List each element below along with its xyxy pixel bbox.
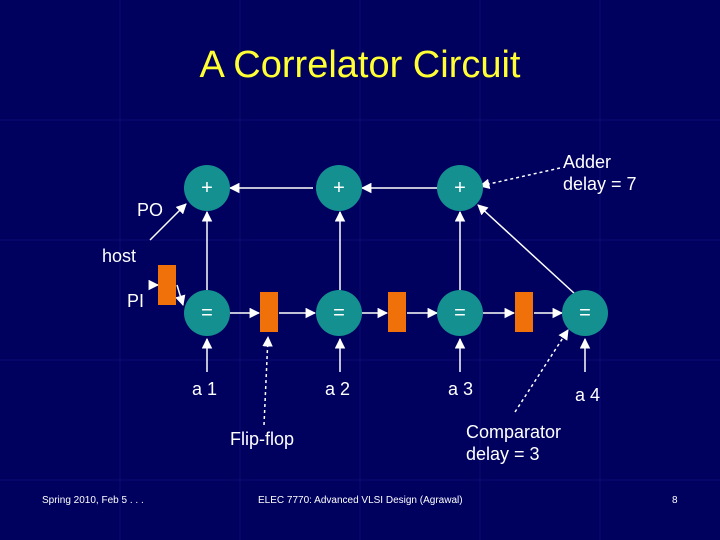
adder-node-3: +: [437, 165, 483, 211]
flipflop-4: [515, 292, 533, 332]
footer-course: ELEC 7770: Advanced VLSI Design (Agrawal…: [258, 495, 463, 506]
comparator-node-2: =: [316, 290, 362, 336]
footer-date: Spring 2010, Feb 5 . . .: [42, 495, 144, 506]
comparator-node-4: =: [562, 290, 608, 336]
input-a1: a 1: [192, 379, 218, 399]
flipflop-3: [388, 292, 406, 332]
input-a3: a 3: [448, 379, 474, 399]
slide-title: A Correlator Circuit: [199, 44, 521, 86]
comparator-node-3: =: [437, 290, 483, 336]
comparator-note-line-1: Comparator: [466, 422, 562, 442]
pi-label: PI: [127, 291, 145, 311]
comparator-note-line-2: delay = 3: [466, 444, 540, 464]
input-a2: a 2: [325, 379, 351, 399]
adder-note-line-2: delay = 7: [563, 174, 637, 194]
adder-note-line-1: Adder: [563, 152, 612, 172]
flipflop-1: [158, 265, 176, 305]
flipflop-2: [260, 292, 278, 332]
adder-node-1: +: [184, 165, 230, 211]
adder-delay-note: Adder delay = 7: [563, 151, 637, 195]
host-label: host: [102, 246, 137, 266]
comparator-node-1: =: [184, 290, 230, 336]
footer-page-number: 8: [672, 495, 678, 506]
flipflop-note: Flip-flop: [230, 429, 295, 449]
po-label: PO: [137, 200, 164, 220]
input-a4: a 4: [575, 385, 601, 405]
comparator-delay-note: Comparator delay = 3: [466, 421, 561, 465]
adder-node-2: +: [316, 165, 362, 211]
